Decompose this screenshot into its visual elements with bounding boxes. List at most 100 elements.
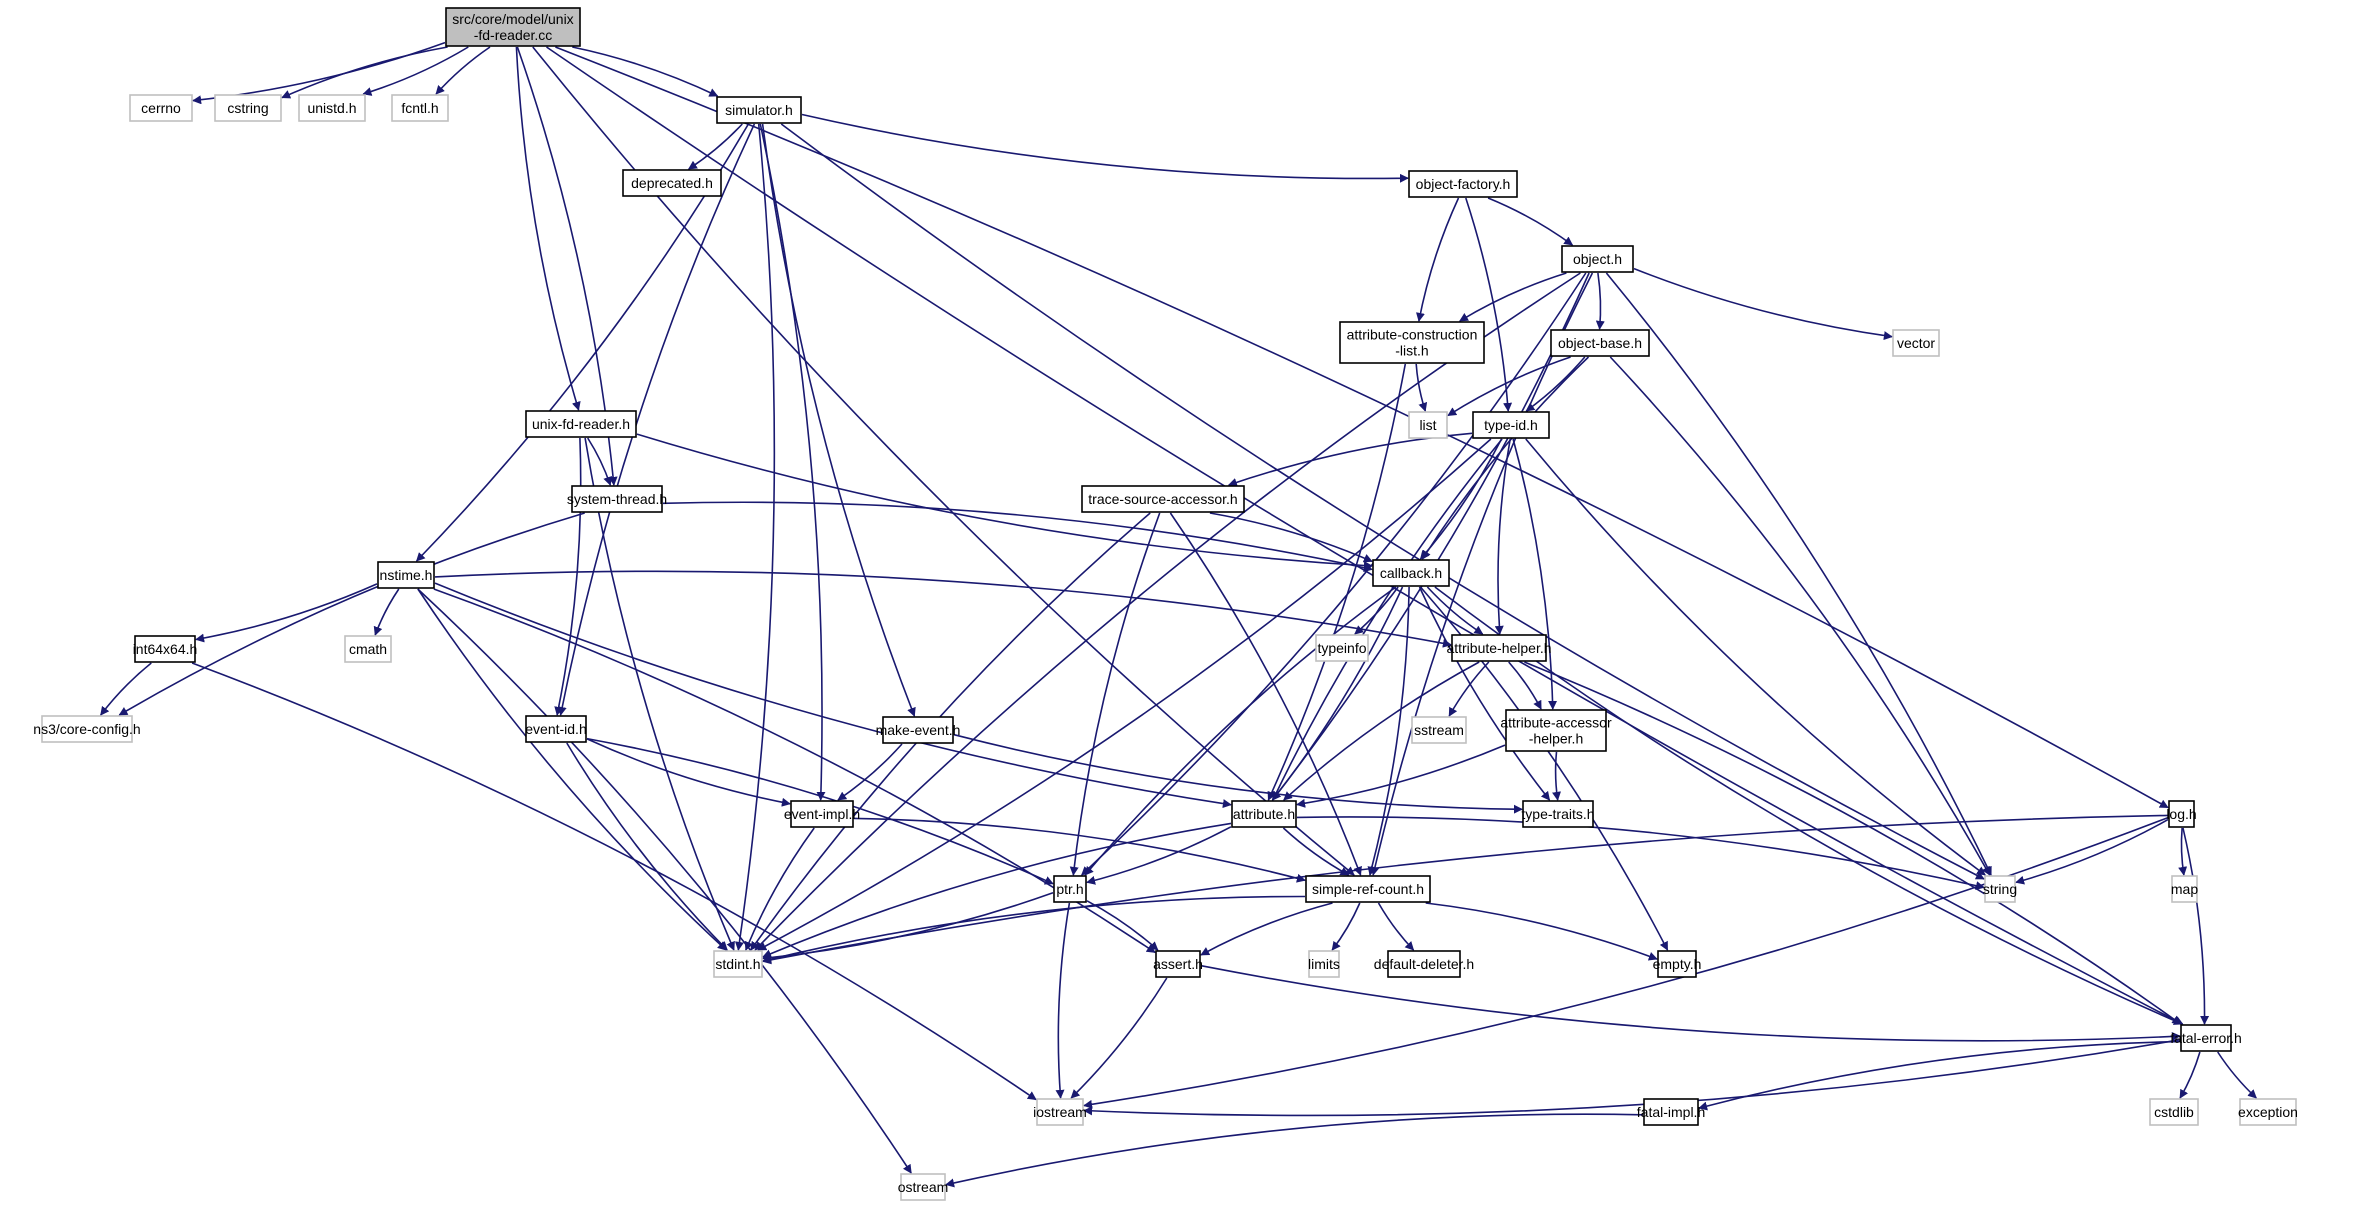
edge-callback-to-attribute-helper (1426, 586, 1484, 635)
node-label: event-impl.h (784, 806, 860, 822)
node-event-impl[interactable]: event-impl.h (784, 800, 860, 828)
edge-callback-to-type-traits (1418, 586, 1551, 801)
node-label: -helper.h (1529, 731, 1583, 747)
edge-fatal-impl-to-ostream (945, 1113, 1644, 1188)
node-label: callback.h (1380, 565, 1442, 581)
node-box (1550, 329, 1650, 357)
node-attribute-helper[interactable]: attribute-helper.h (1446, 634, 1552, 662)
node-label: trace-source-accessor.h (1088, 491, 1237, 507)
edge-simulator-to-object-factory (801, 113, 1409, 183)
node-unix-fd-reader-h[interactable]: unix-fd-reader.h (525, 410, 637, 438)
node-box (1036, 1098, 1084, 1126)
edge-attribute-helper-to-fatal-error (1524, 661, 2182, 1025)
edge-object-base-to-type-id (1525, 356, 1586, 412)
node-box (525, 410, 637, 438)
node-label: cmath (349, 641, 387, 657)
edge-event-id-to-ptr (586, 737, 1054, 885)
edge-fatal-error-to-cstdlib (2179, 1051, 2201, 1099)
node-object[interactable]: object.h (1561, 245, 1634, 273)
node-box (1561, 245, 1634, 273)
node-simulator[interactable]: simulator.h (716, 96, 802, 124)
node-object-base[interactable]: object-base.h (1550, 329, 1650, 357)
node-box (1984, 875, 2016, 903)
node-simple-ref-count[interactable]: simple-ref-count.h (1305, 875, 1431, 903)
edge-object-factory-to-type-id (1465, 197, 1513, 412)
node-limits: limits (1308, 950, 1340, 978)
edge-attribute-to-ptr (1086, 826, 1232, 885)
node-label: cerrno (141, 100, 181, 116)
node-label: assert.h (1153, 956, 1203, 972)
edge-object-base-to-string (1609, 356, 1991, 876)
node-fatal-impl[interactable]: fatal-impl.h (1637, 1098, 1705, 1126)
edge-make-event-to-event-impl (837, 743, 903, 801)
edge-log-to-stdint (762, 814, 2169, 965)
node-attr-constr-list[interactable]: attribute-construction-list.h (1339, 321, 1485, 364)
node-default-deleter[interactable]: default-deleter.h (1374, 950, 1474, 978)
node-make-event[interactable]: make-event.h (876, 716, 961, 744)
edge-object-base-to-callback (1421, 356, 1590, 560)
node-box (1408, 170, 1518, 198)
edge-event-impl-to-stdint (744, 827, 815, 951)
node-stdint: stdint.h (713, 950, 763, 978)
edge-fatal-error-to-exception (2217, 1051, 2257, 1099)
node-box (1411, 716, 1467, 744)
edge-object-factory-to-attr-constr-list (1416, 197, 1460, 322)
node-log[interactable]: log.h (2166, 800, 2197, 828)
edge-type-id-to-string (1525, 438, 1986, 876)
node-event-id[interactable]: event-id.h (525, 715, 587, 743)
node-assert[interactable]: assert.h (1153, 950, 1203, 978)
edge-unix-fd-reader-h-to-callback (636, 433, 1373, 571)
node-empty[interactable]: empty.h (1653, 950, 1702, 978)
edge-fatal-error-to-iostream (1083, 1038, 2181, 1117)
node-box (1231, 800, 1297, 828)
node-type-id[interactable]: type-id.h (1472, 411, 1550, 439)
node-box (1505, 709, 1607, 752)
node-box (214, 94, 282, 122)
edge-fatal-error-to-fatal-impl (1698, 1040, 2181, 1111)
edge-nstime-to-attribute-helper (434, 570, 1452, 648)
node-callback[interactable]: callback.h (1372, 559, 1450, 587)
node-unistd: unistd.h (298, 94, 366, 122)
node-int64x64[interactable]: int64x64.h (133, 635, 198, 663)
node-label: fatal-impl.h (1637, 1104, 1705, 1120)
node-ptr[interactable]: ptr.h (1053, 875, 1087, 903)
node-box (1305, 875, 1431, 903)
edge-simulator-to-stdint (735, 123, 776, 951)
node-label: type-traits.h (1521, 806, 1594, 822)
edge-assert-to-iostream (1070, 977, 1168, 1099)
node-box (1081, 485, 1245, 513)
node-attr-accessor-helper[interactable]: attribute-accessor-helper.h (1500, 709, 1612, 752)
node-label: -list.h (1395, 343, 1428, 359)
node-label: attribute.h (1233, 806, 1295, 822)
node-label: unix-fd-reader.h (532, 416, 630, 432)
node-object-factory[interactable]: object-factory.h (1408, 170, 1518, 198)
node-attribute[interactable]: attribute.h (1231, 800, 1297, 828)
edges-layer (100, 41, 2257, 1188)
node-box (1053, 875, 1087, 903)
node-box (571, 485, 663, 513)
node-box (1387, 950, 1461, 978)
edge-trace-source-accessor-to-callback (1209, 512, 1373, 563)
node-system-thread[interactable]: system-thread.h (567, 485, 667, 513)
node-box (129, 94, 193, 122)
node-trace-source-accessor[interactable]: trace-source-accessor.h (1081, 485, 1245, 513)
node-box (716, 96, 802, 124)
node-nstime[interactable]: nstime.h (377, 561, 435, 589)
node-fatal-error[interactable]: fatal-error.h (2170, 1024, 2242, 1052)
edge-unix-fd-reader-h-to-event-id (554, 437, 582, 716)
edge-simulator-to-event-impl (759, 123, 826, 801)
edge-root-to-unix-fd-reader-h (515, 46, 581, 411)
node-label: ostream (898, 1179, 949, 1195)
edge-event-id-to-stdint (566, 742, 728, 951)
edge-attribute-helper-to-attr-accessor-helper (1508, 661, 1542, 710)
edge-simulator-to-event-id (557, 123, 756, 716)
node-root[interactable]: src/core/model/unix-fd-reader.cc (445, 7, 581, 47)
node-label: empty.h (1653, 956, 1702, 972)
node-type-traits[interactable]: type-traits.h (1521, 800, 1595, 828)
edge-callback-to-attribute (1271, 586, 1404, 801)
node-label: limits (1308, 956, 1340, 972)
node-label: make-event.h (876, 722, 961, 738)
edge-object-to-ptr (1081, 272, 1587, 876)
node-box (1451, 634, 1547, 662)
node-deprecated[interactable]: deprecated.h (622, 169, 722, 197)
